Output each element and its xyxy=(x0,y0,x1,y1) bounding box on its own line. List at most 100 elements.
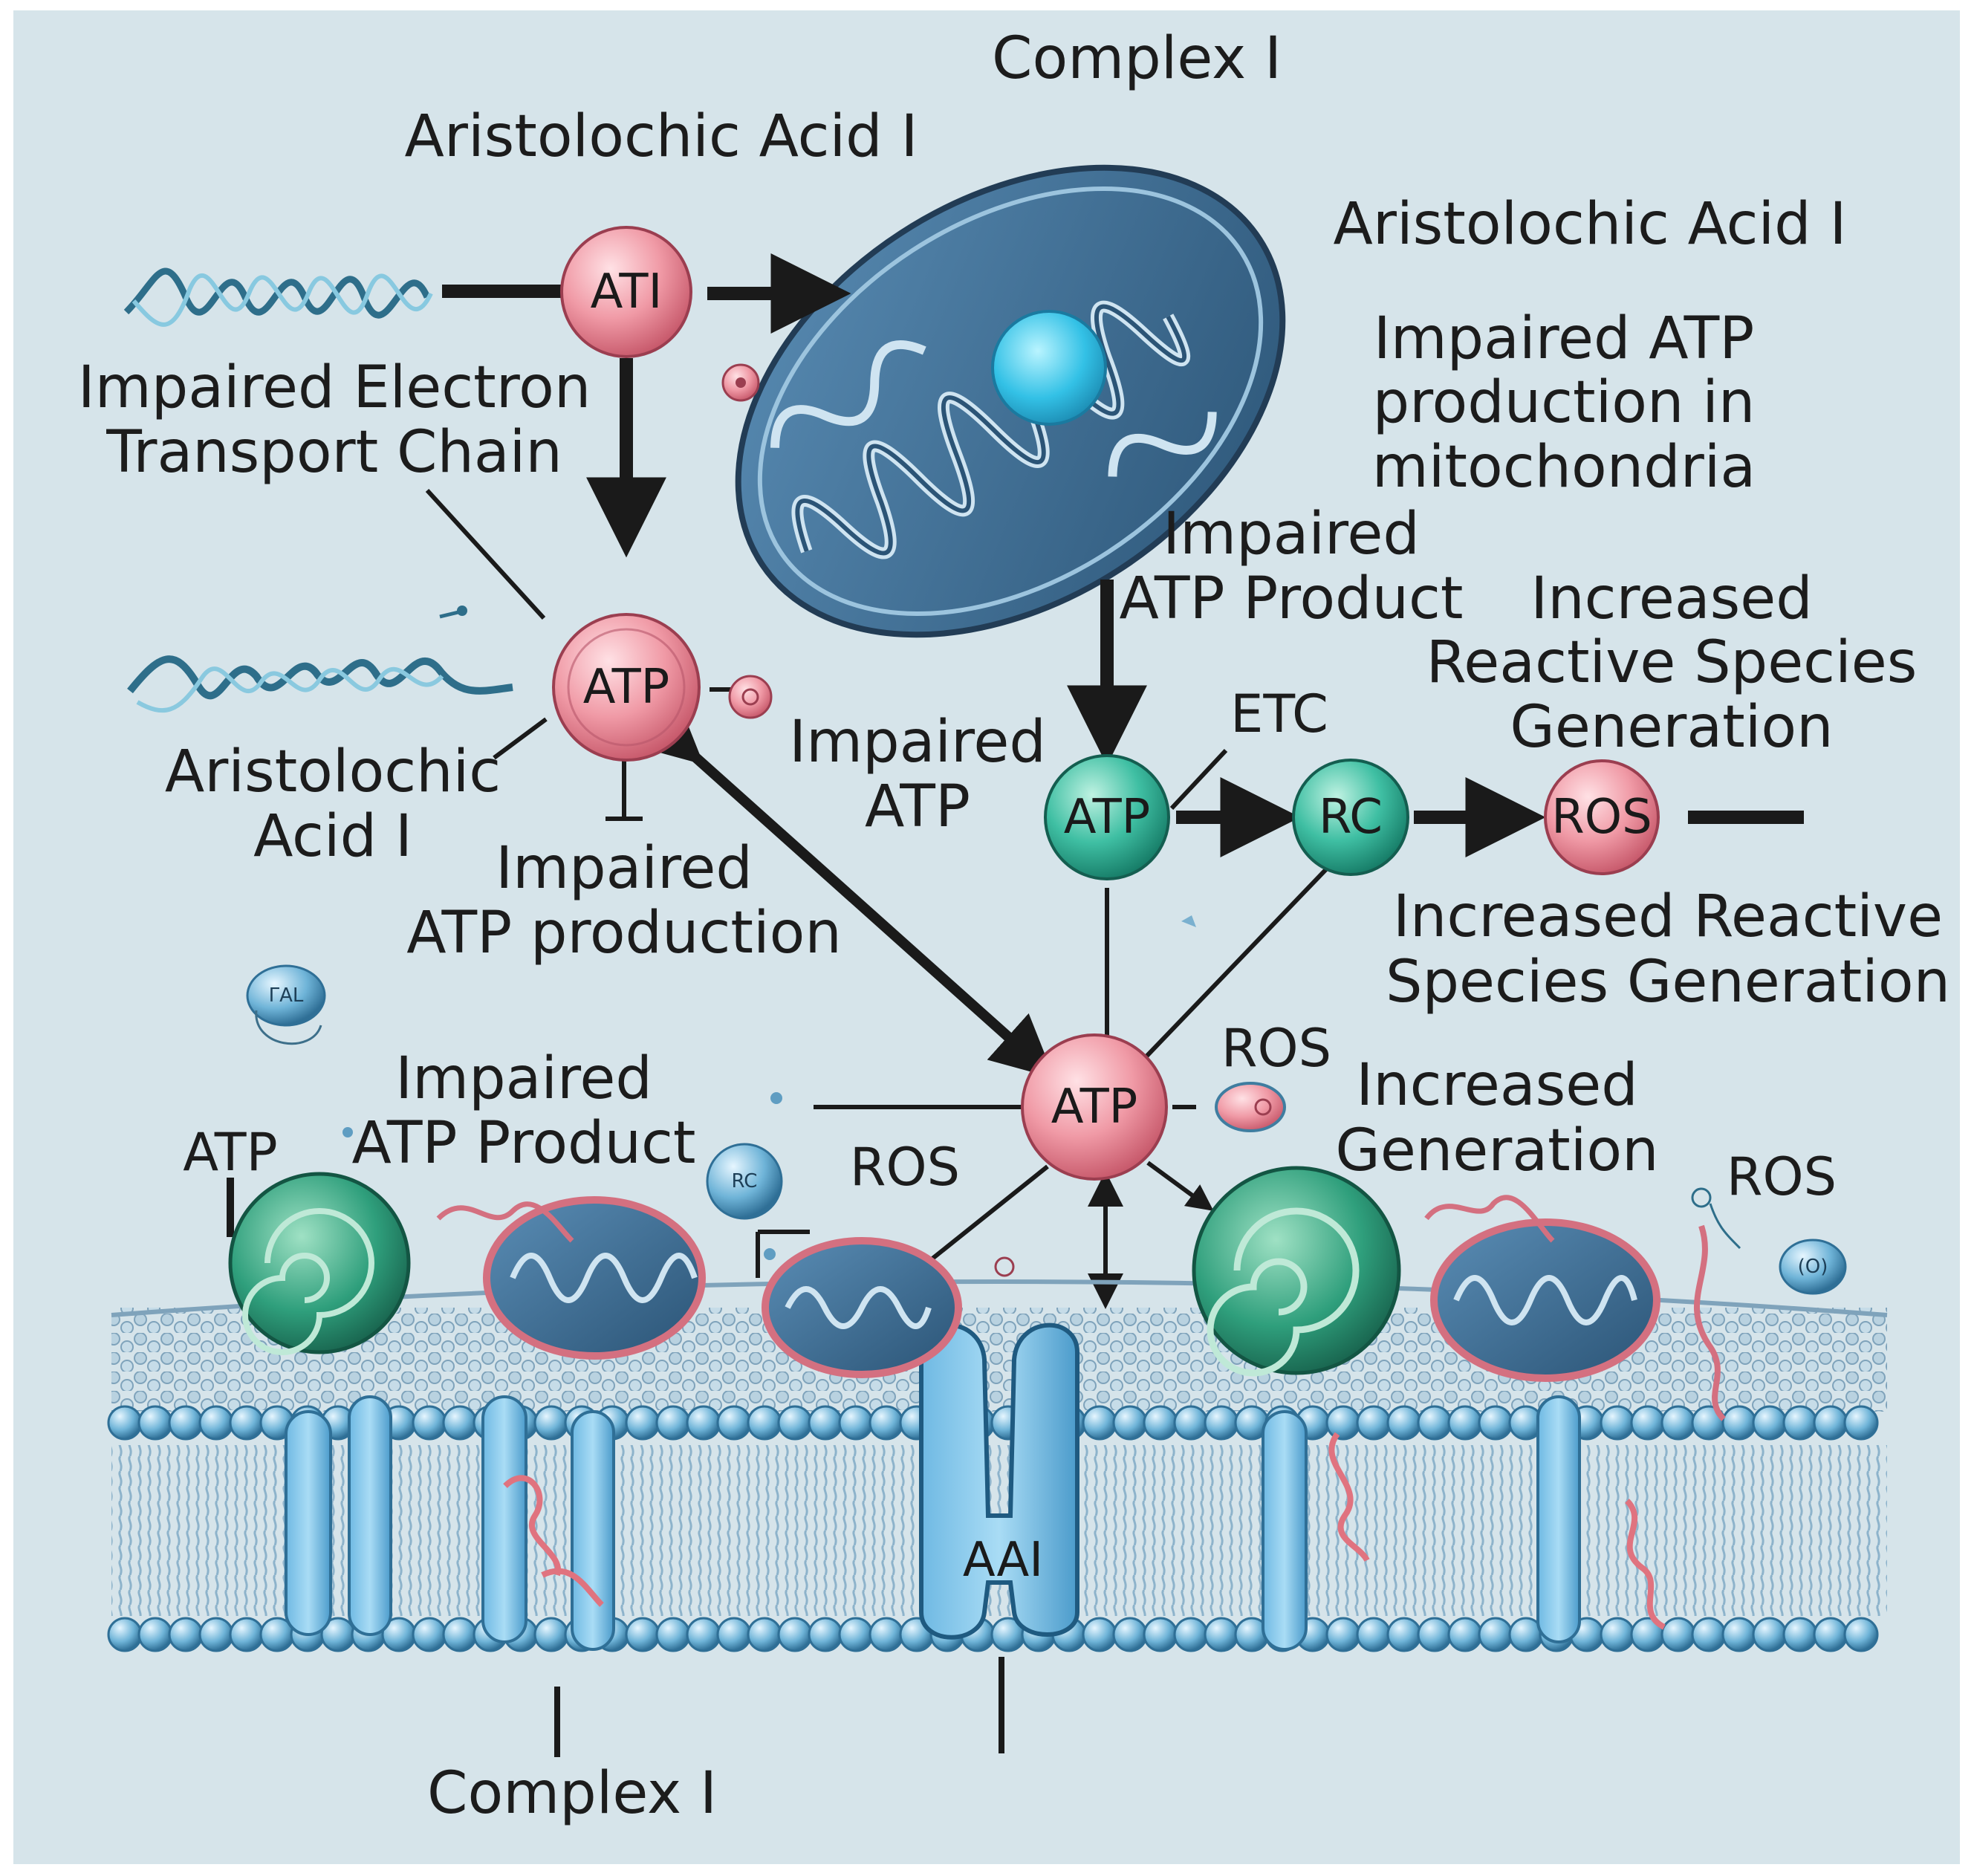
lipid-head-lower xyxy=(1082,1617,1117,1652)
center-to-left-mito-line xyxy=(916,1164,1049,1273)
label-impaired-atp-mito-line1: Impaired ATP xyxy=(1374,305,1755,372)
label-aristolochic-left-line2: Acid I xyxy=(253,803,412,870)
lipid-head-lower xyxy=(1752,1617,1788,1652)
small-bead-rc: RC xyxy=(706,1143,783,1220)
label-increased-rsg-bottom-line1: Increased Reactive xyxy=(1393,883,1943,950)
labels: Complex I Aristolochic Acid I Aristoloch… xyxy=(78,25,1950,1827)
label-complex-i-bottom: Complex I xyxy=(427,1760,717,1827)
label-etc: ETC xyxy=(1230,684,1328,744)
lipid-head-upper xyxy=(1417,1405,1452,1441)
label-increased-rsg-bottom-line2: Species Generation xyxy=(1386,949,1950,1016)
label-atp-far-left: ATP xyxy=(183,1122,277,1183)
green-vesicle-left xyxy=(228,1172,411,1355)
mito-membrane-2 xyxy=(762,1237,962,1378)
label-ros-membrane-right: ROS xyxy=(1727,1146,1837,1207)
lipid-head-lower xyxy=(1782,1617,1818,1652)
lipid-head-upper xyxy=(137,1405,173,1441)
small-bead-ol-label: (O) xyxy=(1798,1256,1828,1278)
lipid-head-upper xyxy=(168,1405,204,1441)
rc-to-center-line xyxy=(1142,867,1328,1061)
label-impaired-atp-product-mid-line1: Impaired xyxy=(1163,501,1420,568)
etc-label-connector xyxy=(425,488,546,620)
dna-strand-top xyxy=(123,267,433,327)
lipid-head-lower xyxy=(1386,1617,1422,1652)
label-impaired-atp-production-line2: ATP production xyxy=(406,900,842,967)
lipid-head-lower xyxy=(1478,1617,1513,1652)
label-impaired-etc-line1: Impaired Electron xyxy=(78,354,591,421)
lipid-head-lower xyxy=(1356,1617,1392,1652)
label-complex-i-top: Complex I xyxy=(992,25,1282,92)
lipid-head-upper xyxy=(533,1405,569,1441)
lipid-head-lower xyxy=(442,1617,478,1652)
lipid-head-upper xyxy=(1143,1405,1178,1441)
lipid-head-upper xyxy=(1204,1405,1239,1441)
lipid-head-lower xyxy=(533,1617,569,1652)
small-bead-tiny-label: ΓAL xyxy=(269,984,304,1007)
lipid-head-upper xyxy=(1600,1405,1635,1441)
label-aristolochic-acid-right: Aristolochic Acid I xyxy=(1334,191,1847,258)
lipid-head-lower xyxy=(1204,1617,1239,1652)
lipid-head-upper xyxy=(198,1405,234,1441)
protein-squiggles xyxy=(503,1432,1666,1630)
lipid-head-upper xyxy=(1660,1405,1696,1441)
lipid-head-upper xyxy=(777,1405,813,1441)
label-increased-rsg-top-line2: Reactive Species xyxy=(1426,629,1918,696)
node-ati: ATI xyxy=(560,226,692,358)
mitochondrion-nucleus xyxy=(991,310,1107,426)
lipid-head-lower xyxy=(625,1617,660,1652)
small-dots xyxy=(342,915,1741,1277)
label-impaired-atp-product-mid-line2: ATP Product xyxy=(1120,565,1464,632)
label-impaired-atp-mid-line2: ATP xyxy=(865,773,970,840)
label-increased-generation-line1: Increased xyxy=(1356,1052,1638,1119)
lipid-head-lower xyxy=(1813,1617,1848,1652)
lipid-head-upper xyxy=(412,1405,447,1441)
green-vesicle-right xyxy=(1192,1166,1401,1377)
lipid-head-upper xyxy=(1478,1405,1513,1441)
node-atp-left: ATP xyxy=(552,613,701,762)
small-pink-bead-top xyxy=(721,363,760,402)
lipid-head-upper xyxy=(655,1405,691,1441)
atp-left-center-double-arrow xyxy=(636,699,1055,1079)
label-aristolochic-acid-top: Aristolochic Acid I xyxy=(405,103,918,170)
lipid-head-upper xyxy=(838,1405,874,1441)
lipid-head-upper xyxy=(869,1405,904,1441)
lipid-head-lower xyxy=(716,1617,752,1652)
lipid-head-upper xyxy=(625,1405,660,1441)
label-aristolochic-left-line1: Aristolochic xyxy=(165,739,501,805)
mito-membrane-3 xyxy=(1424,1195,1727,1421)
label-impaired-atp-mito-line3: mitochondria xyxy=(1372,434,1756,501)
lipid-head-upper xyxy=(1752,1405,1788,1441)
lipid-head-upper xyxy=(1782,1405,1818,1441)
aristolochic-left-connector xyxy=(493,717,548,760)
lipid-head-lower xyxy=(777,1617,813,1652)
node-rc: RC xyxy=(1292,759,1409,876)
lipid-head-lower xyxy=(808,1617,843,1652)
label-increased-rsg-top-line1: Increased xyxy=(1530,565,1813,632)
lipid-head-lower xyxy=(107,1617,143,1652)
lipid-head-upper xyxy=(1813,1405,1848,1441)
label-ros-right-of-center: ROS xyxy=(1221,1018,1331,1079)
lipid-head-lower xyxy=(229,1617,264,1652)
node-ati-label: ATI xyxy=(591,264,663,319)
node-rc-label: RC xyxy=(1319,790,1383,845)
lipid-head-lower xyxy=(168,1617,204,1652)
lipid-head-upper xyxy=(1630,1405,1666,1441)
transmembrane-proteins xyxy=(285,1395,1581,1651)
lipid-head-upper xyxy=(1356,1405,1392,1441)
lipid-head-lower xyxy=(1843,1617,1879,1652)
lipid-head-lower xyxy=(1417,1617,1452,1652)
aai-channel: AAI xyxy=(919,1322,1079,1640)
lipid-head-lower xyxy=(1143,1617,1178,1652)
lipid-head-upper xyxy=(1082,1405,1117,1441)
node-ros: ROS xyxy=(1544,759,1660,875)
lipid-head-upper xyxy=(442,1405,478,1441)
label-impaired-etc-line2: Transport Chain xyxy=(105,419,562,486)
lipid-head-lower xyxy=(412,1617,447,1652)
lipid-head-upper xyxy=(686,1405,721,1441)
lipid-head-lower xyxy=(1173,1617,1209,1652)
lipid-head-lower xyxy=(747,1617,782,1652)
dna-strand-middle xyxy=(127,606,513,713)
connectors xyxy=(227,253,1804,1757)
lipid-head-upper xyxy=(229,1405,264,1441)
